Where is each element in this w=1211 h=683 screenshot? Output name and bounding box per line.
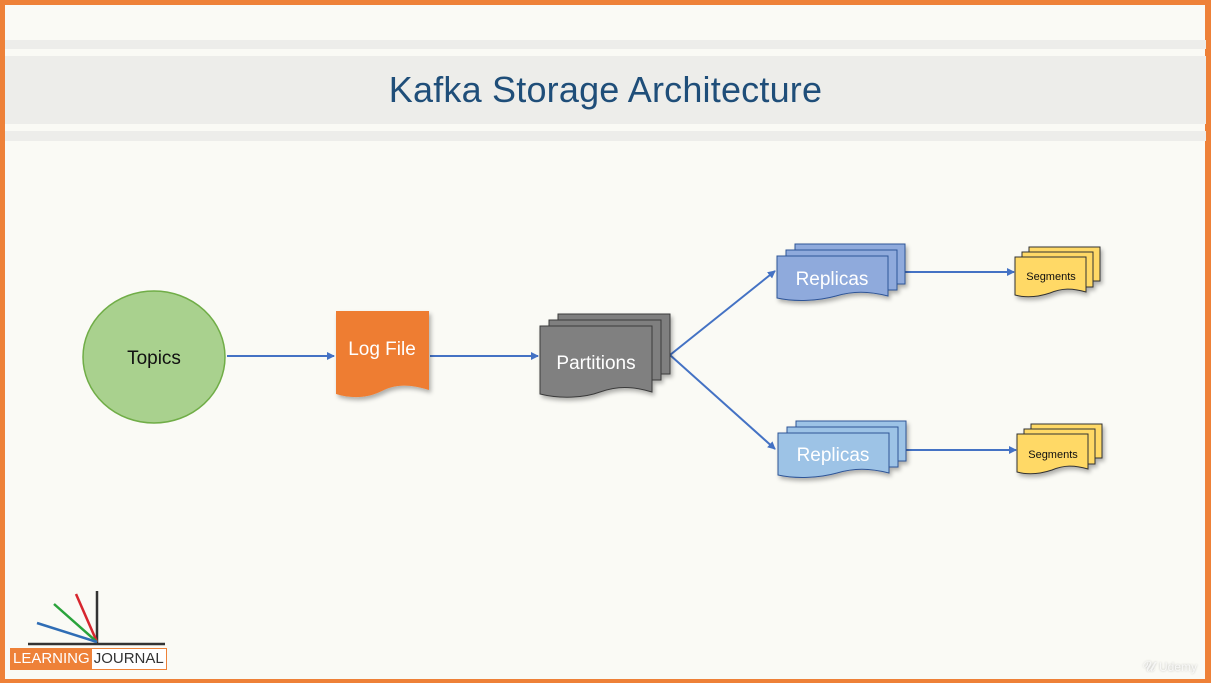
segments-bottom-label: Segments (1028, 449, 1078, 461)
logo-text-journal: JOURNAL (91, 649, 166, 669)
arrow-partitions-to-replicas-top (669, 270, 776, 356)
page-title: Kafka Storage Architecture (388, 69, 823, 110)
partitions-label: Partitions (556, 353, 635, 374)
replicas-top-label: Replicas (796, 269, 869, 290)
udemy-icon: 𝓤 (1142, 658, 1155, 674)
topics-label: Topics (127, 348, 181, 369)
partitions-node: Partitions (539, 313, 671, 398)
log-file-label: Log File (348, 339, 416, 360)
segments-bottom-node: Segments (1016, 423, 1103, 475)
logo-rays-icon (28, 591, 165, 646)
logo-wordmark: LEARNING JOURNAL (10, 648, 167, 670)
udemy-watermark: 𝓤 Udemy (1143, 658, 1197, 675)
topics-node: Topics (82, 290, 226, 424)
top-stripe (5, 40, 1206, 49)
log-file-node: Log File (336, 311, 429, 398)
logo-text-learning: LEARNING (11, 649, 92, 669)
segments-top-node: Segments (1014, 246, 1101, 298)
replicas-bottom-label: Replicas (797, 445, 870, 466)
bottom-stripe (5, 131, 1206, 141)
connectors (227, 268, 1017, 454)
replicas-top-node: Replicas (776, 243, 906, 301)
replicas-bottom-node: Replicas (777, 420, 907, 478)
learning-journal-logo: LEARNING JOURNAL (10, 588, 180, 670)
arrow-partitions-to-replicas-bottom (669, 354, 776, 450)
title-band: Kafka Storage Architecture (5, 56, 1206, 124)
segments-top-label: Segments (1026, 271, 1076, 283)
watermark-text: Udemy (1158, 659, 1197, 674)
